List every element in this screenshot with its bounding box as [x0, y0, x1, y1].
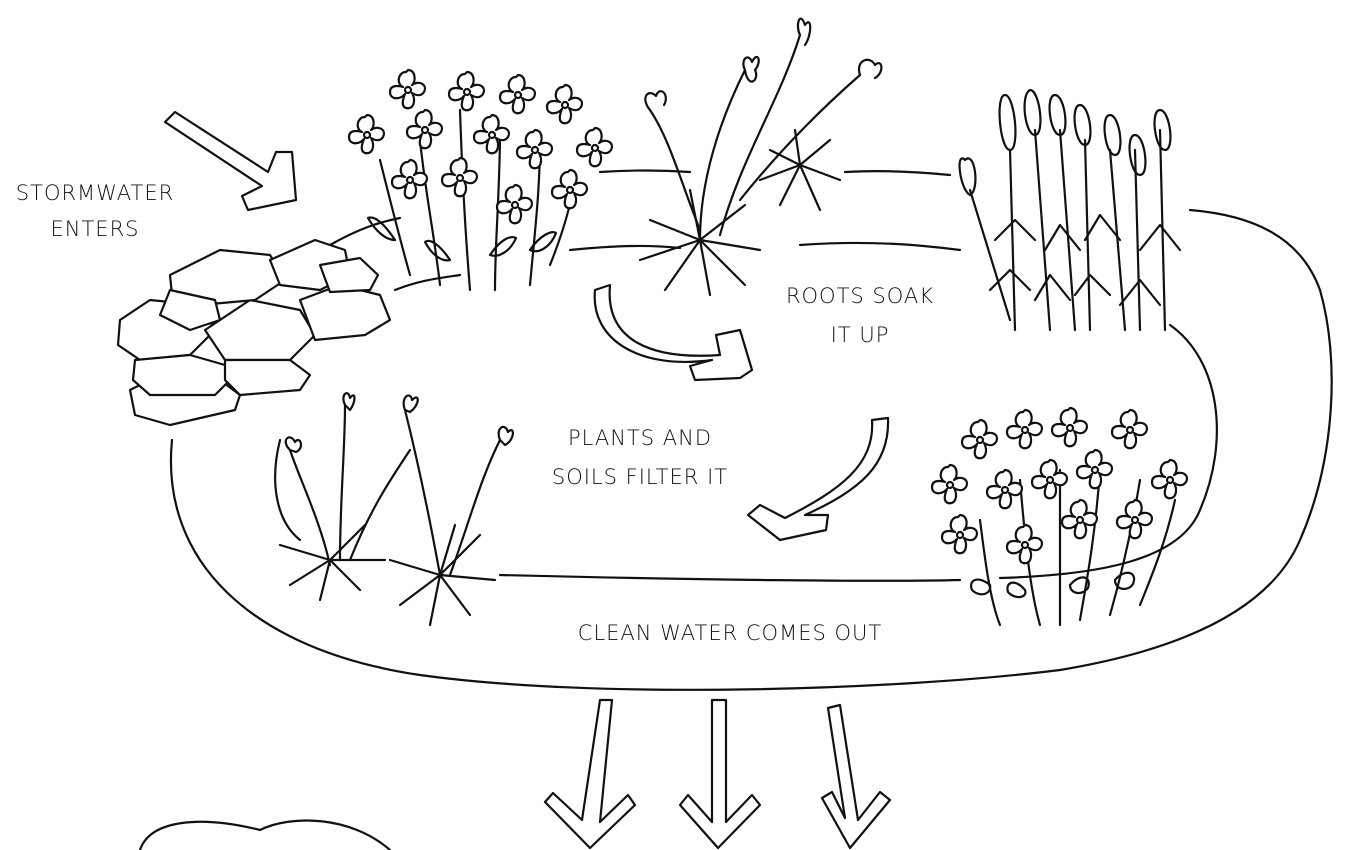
- down-arrow-2-icon: [680, 700, 760, 848]
- cloud-icon: [140, 820, 390, 850]
- label-plants-line1: PLANTS AND: [568, 426, 712, 450]
- label-clean-water: CLEAN WATER COMES OUT: [578, 621, 882, 645]
- curved-arrow-filter-icon: [748, 418, 888, 540]
- label-stormwater-line1: STORMWATER: [16, 181, 174, 205]
- label-stormwater-line2: ENTERS: [51, 217, 140, 241]
- label-roots-line2: IT UP: [831, 323, 890, 347]
- flowers-top-icon: [349, 70, 612, 223]
- label-roots-line1: ROOTS SOAK: [786, 284, 934, 308]
- plant-center-top-icon: [640, 19, 881, 295]
- stormwater-arrow-icon: [165, 112, 296, 210]
- label-plants-line2: SOILS FILTER IT: [552, 465, 728, 489]
- down-arrow-1-icon: [545, 700, 635, 848]
- plant-bottom-left-icon: [280, 393, 513, 625]
- down-arrow-3-icon: [822, 705, 890, 848]
- cattails-icon: [960, 90, 1180, 330]
- curved-arrow-roots-icon: [595, 285, 752, 380]
- flower-cluster-top-icon: [368, 110, 575, 290]
